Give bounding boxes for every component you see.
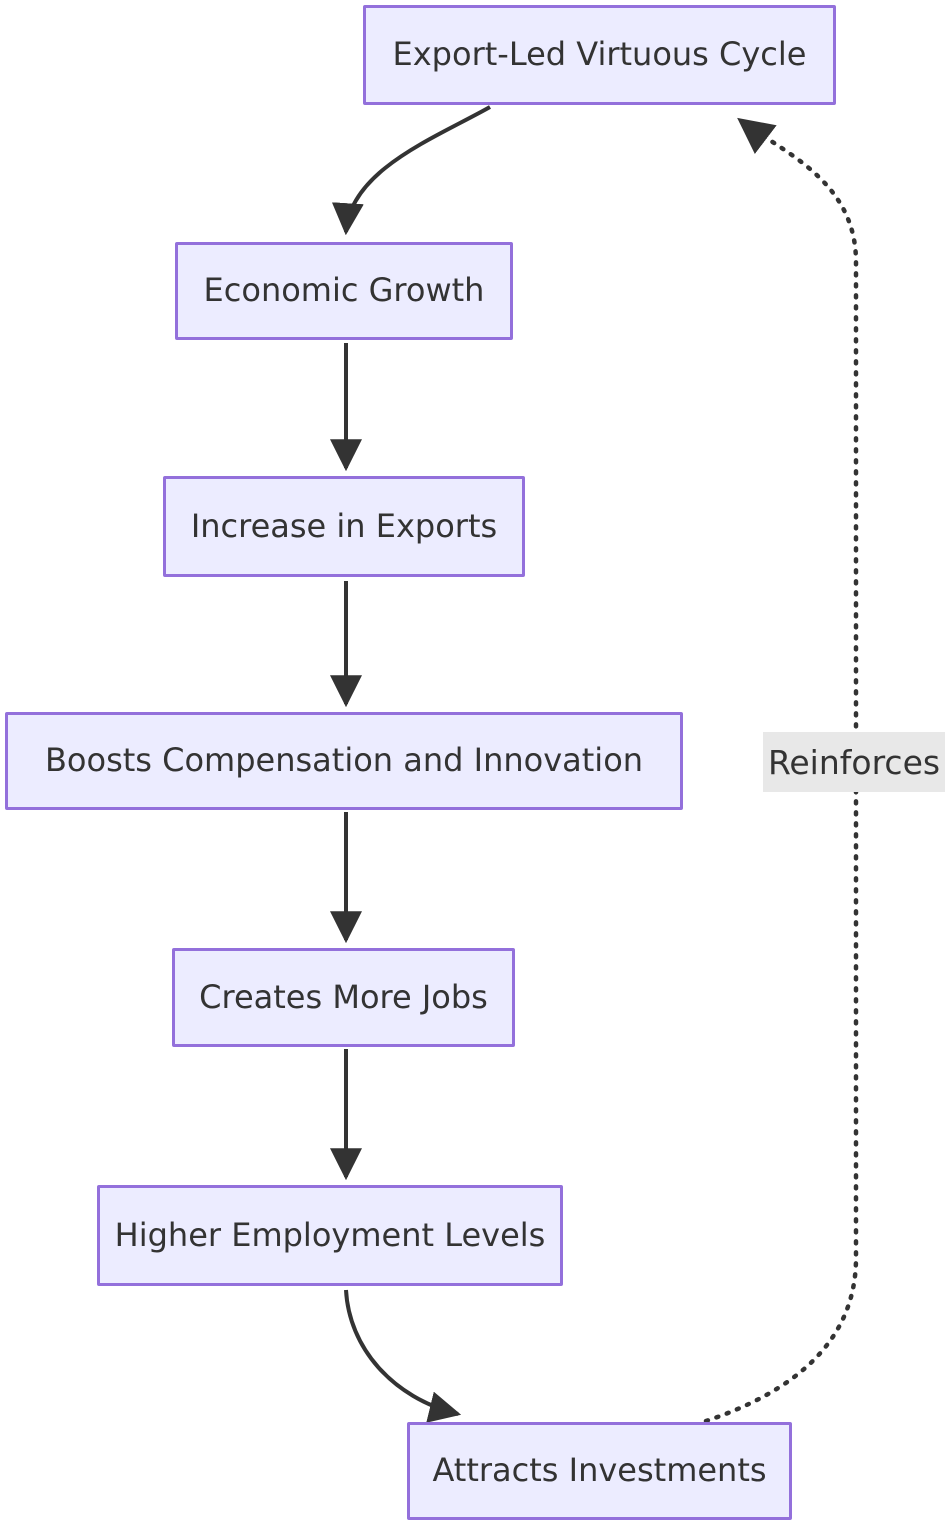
edge-label-reinforces: Reinforces xyxy=(763,732,945,792)
edge-reinforces-attracts-investments-to-export-cycle xyxy=(703,117,859,1424)
node-label: Boosts Compensation and Innovation xyxy=(44,741,644,780)
node-attracts-investments: Attracts Investments xyxy=(407,1422,792,1520)
node-export-led-virtuous-cycle: Export-Led Virtuous Cycle xyxy=(363,5,836,105)
node-increase-in-exports: Increase in Exports xyxy=(163,476,525,577)
node-label: Increase in Exports xyxy=(190,506,498,545)
edge-higher-employment-to-attracts-investments xyxy=(344,1289,462,1423)
node-boosts-compensation-and-innovation: Boosts Compensation and Innovation xyxy=(5,712,683,810)
node-higher-employment-levels: Higher Employment Levels xyxy=(97,1185,563,1286)
node-creates-more-jobs: Creates More Jobs xyxy=(172,948,515,1047)
node-label: Attracts Investments xyxy=(432,1451,767,1490)
edge-export-cycle-to-economic-growth xyxy=(331,105,491,236)
node-label: Higher Employment Levels xyxy=(114,1215,546,1254)
node-label: Export-Led Virtuous Cycle xyxy=(392,35,807,74)
node-label: Creates More Jobs xyxy=(199,977,488,1016)
node-economic-growth: Economic Growth xyxy=(175,242,513,340)
node-label: Economic Growth xyxy=(203,271,485,310)
